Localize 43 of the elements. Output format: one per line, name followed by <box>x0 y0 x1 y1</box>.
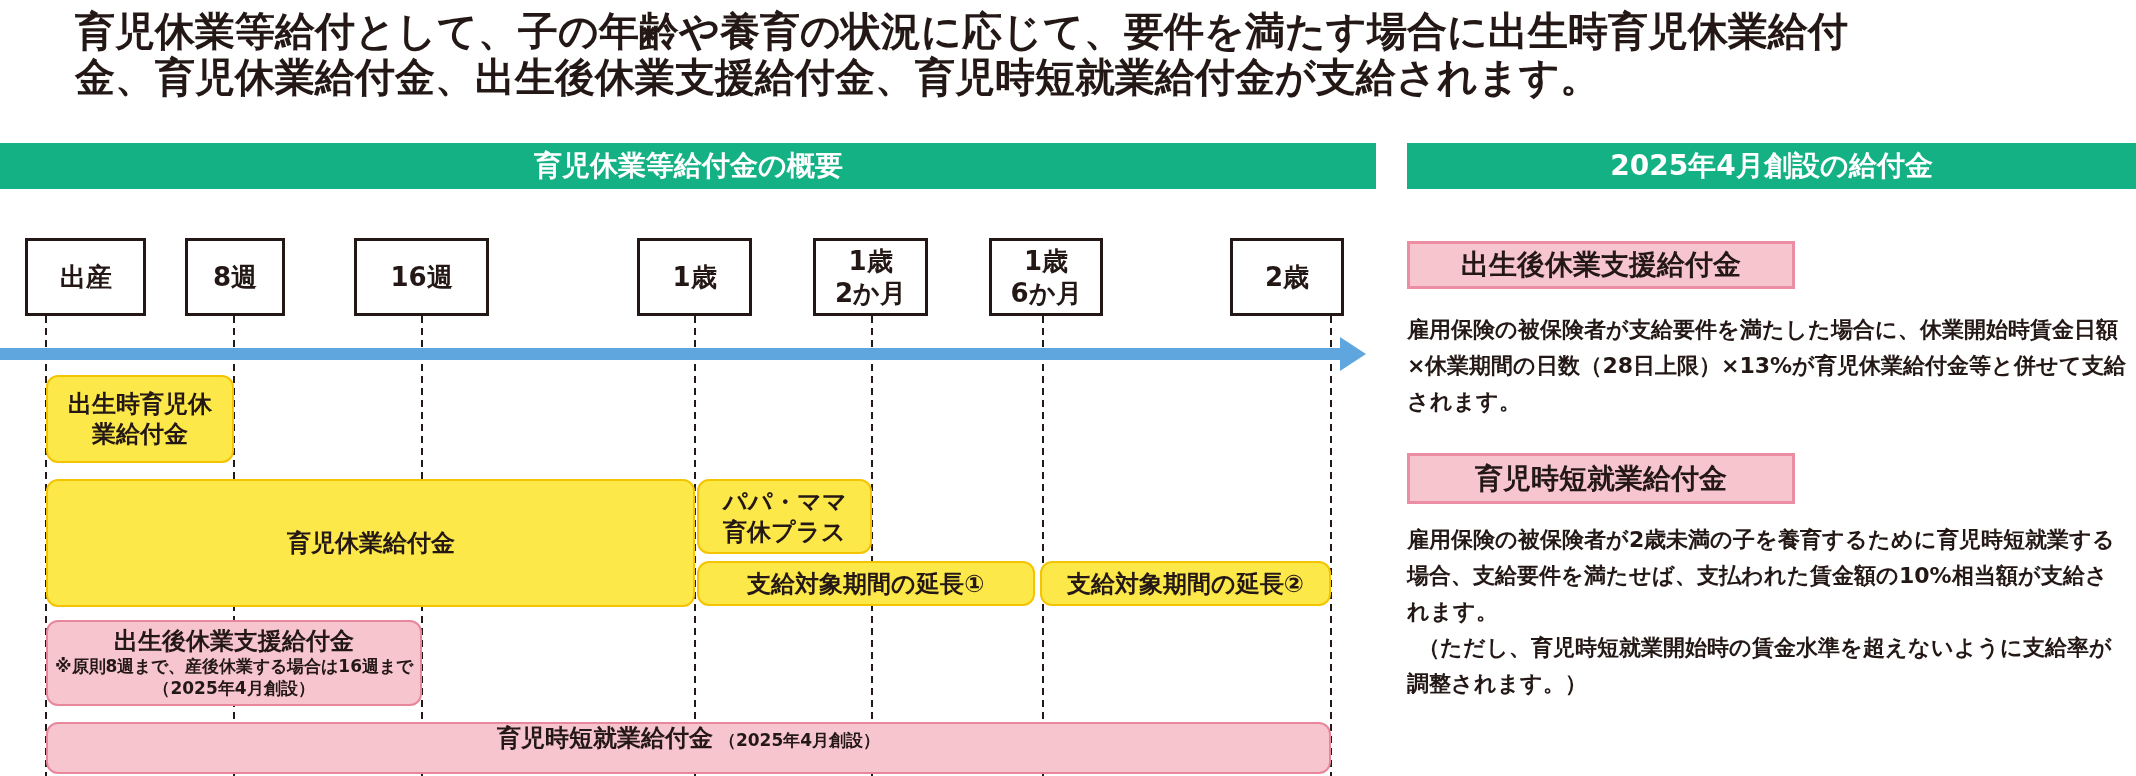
milestone-label: 1歳2か月 <box>834 245 907 309</box>
milestone-box <box>25 238 146 316</box>
period-bar <box>697 561 1035 606</box>
milestone-box <box>637 238 752 316</box>
period-bar <box>46 722 1331 774</box>
milestone-box <box>185 238 285 316</box>
bar-label: 支給対象期間の延長① <box>747 568 985 599</box>
period-bar <box>1040 561 1331 606</box>
description-paragraph: 雇用保険の被保険者が支給要件を満たした場合に、休業開始時賃金日額×休業期間の日数（28日上限）×13%が育児休業給付金等と併せて支給されます。 <box>1407 316 2127 416</box>
bar-label: 育児休業給付金 <box>286 528 455 558</box>
section-header-band <box>0 143 1376 189</box>
note-text: （2025年4月創設） <box>718 729 881 751</box>
heading-text: 出生後休業支援給付金 <box>1461 247 1741 283</box>
period-bar <box>697 479 872 554</box>
page-title: 育児休業等給付として、子の年齢や養育の状況に応じて、要件を満たす場合に出生時育児休業給付金、育児休業給付金、出生後休業支援給付金、育児時短就業給付金が支給されます。 <box>75 8 1849 100</box>
milestone-label: 2歳 <box>1264 261 1310 293</box>
benefit-heading-box <box>1407 241 1795 289</box>
note-text: （2025年4月創設） <box>153 677 315 699</box>
period-bar <box>46 375 234 463</box>
milestone-label: 1歳6か月 <box>1010 245 1082 309</box>
bar-label: パパ・ママ育休プラス <box>721 486 848 547</box>
bar-label: 出生後休業支援給付金 <box>114 627 354 655</box>
header-text: 2025年4月創設の給付金 <box>1610 148 1933 184</box>
bar-label: 育児時短就業給付金 <box>496 724 713 752</box>
benefit-heading-box <box>1407 453 1795 504</box>
description-paragraph: 雇用保険の被保険者が2歳未満の子を養育するために育児時短就業する場合、支給要件を満たせば、支払われた賃金額の10%相当額が支給されます。 <box>1407 526 2117 626</box>
period-bar <box>46 620 422 706</box>
description-paragraph: （ただし、育児時短就業開始時の賃金水準を超えないように支給率が調整されます。） <box>1407 634 2113 698</box>
milestone-box <box>813 238 928 316</box>
milestone-label: 16週 <box>390 261 453 293</box>
milestone-label: 1歳 <box>672 261 717 293</box>
milestone-label: 8週 <box>212 261 258 293</box>
header-text: 育児休業等給付金の概要 <box>533 148 843 184</box>
period-bar <box>46 479 695 607</box>
bar-label: 支給対象期間の延長② <box>1066 568 1305 599</box>
milestone-box <box>354 238 489 316</box>
milestone-box <box>1230 238 1344 316</box>
bar-label: 出生時育児休業給付金 <box>68 389 212 449</box>
heading-text: 育児時短就業給付金 <box>1475 460 1727 497</box>
note-text: ※原則8週まで、産後休業する場合は16週まで <box>55 655 413 677</box>
milestone-label: 出産 <box>59 261 112 293</box>
section-header-band <box>1407 143 2136 189</box>
milestone-box <box>989 238 1103 316</box>
